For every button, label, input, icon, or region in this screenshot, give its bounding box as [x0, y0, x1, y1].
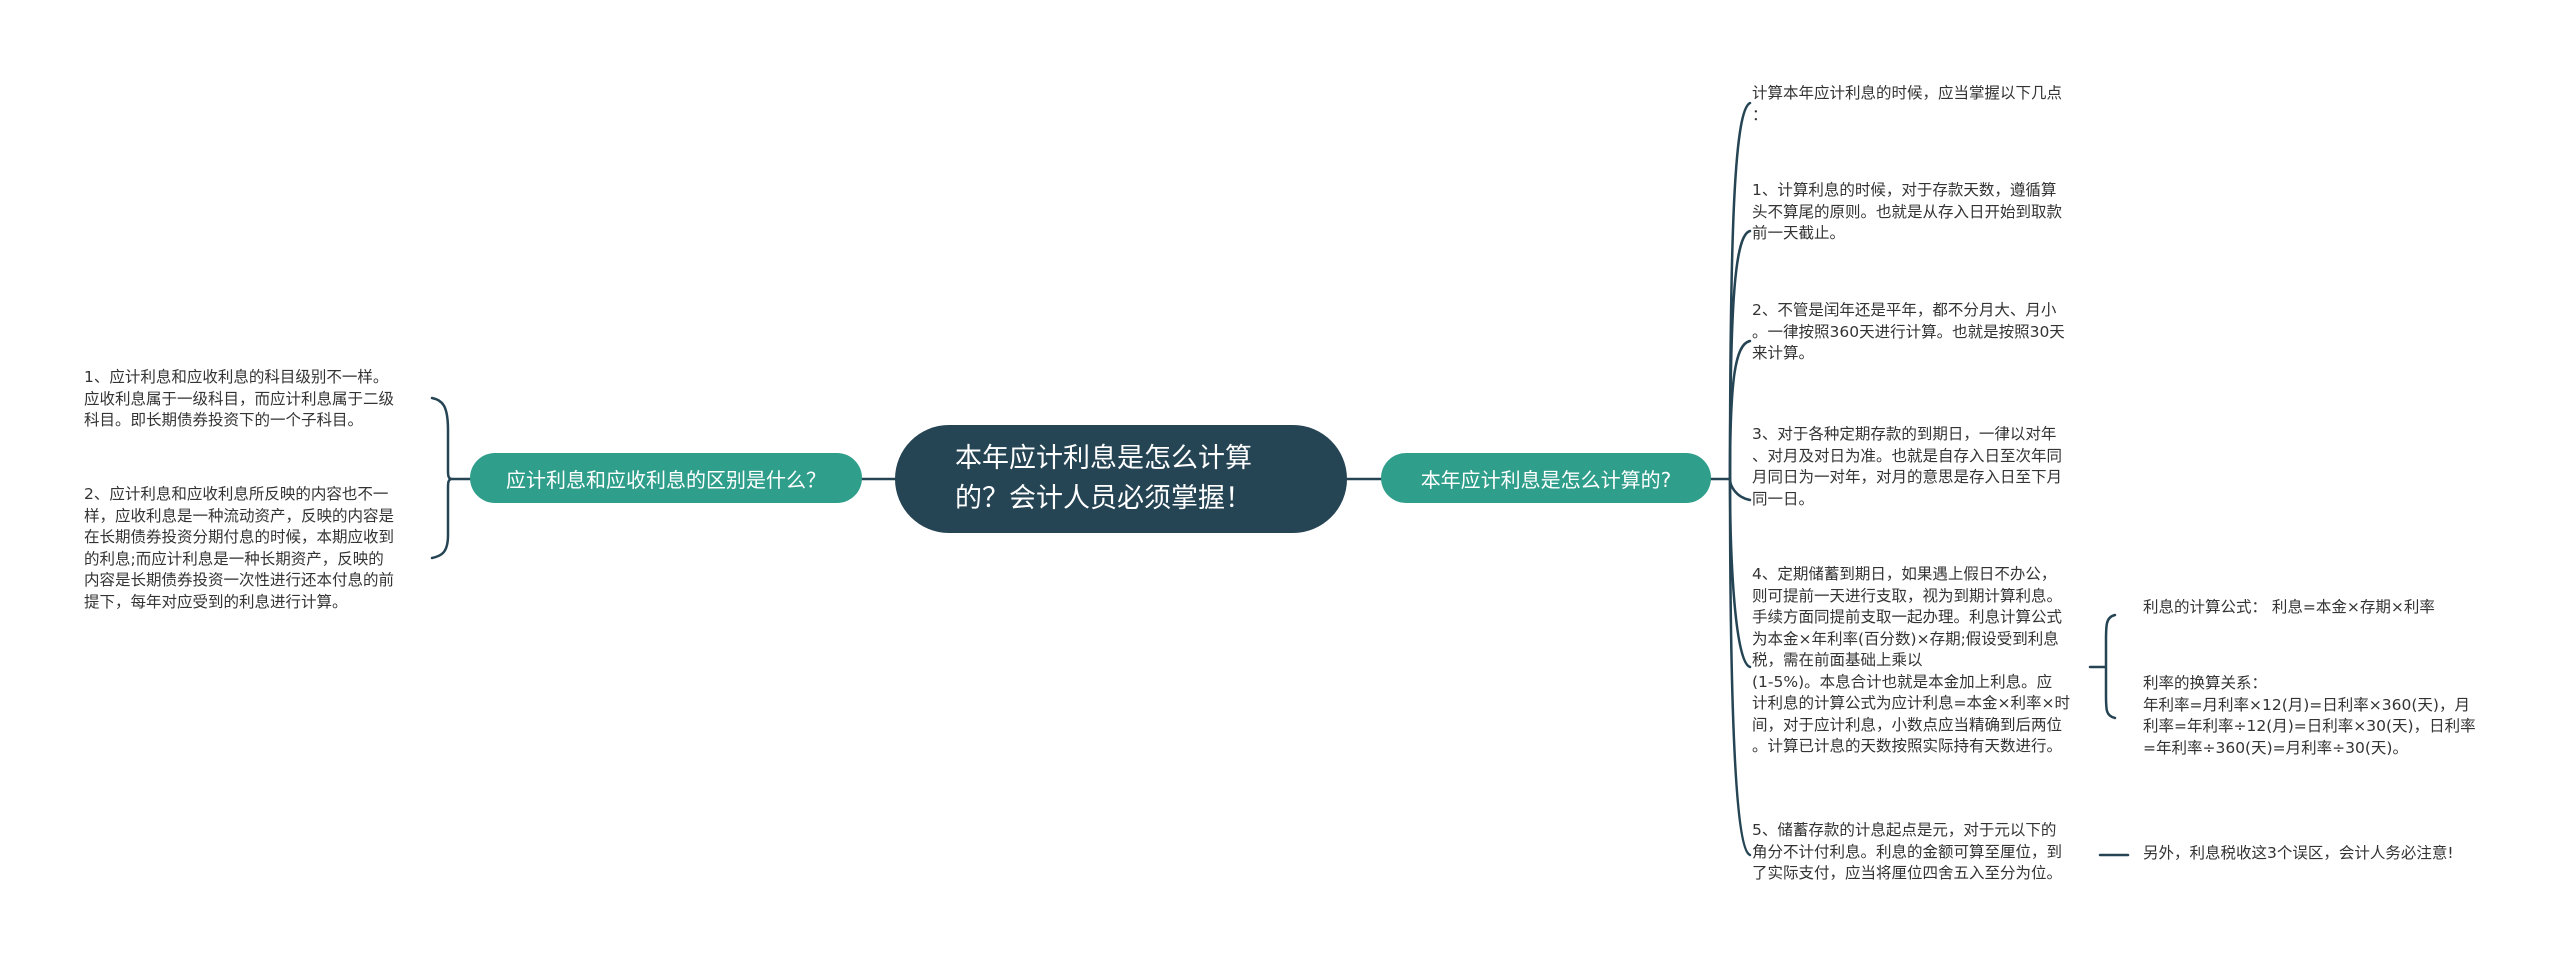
edge-left-brace [430, 396, 472, 560]
branch-left-topic[interactable]: 应计利息和应收利息的区别是什么？ [470, 453, 862, 503]
sub-leaf-tax-note[interactable]: 另外，利息税收这3个误区，会计人务必注意! [2143, 844, 2454, 862]
edge-right-leaf-2 [1728, 339, 1752, 481]
right-leaf-5[interactable]: 5、储蓄存款的计息起点是元，对于元以下的 角分不计付利息。利息的金额可算至厘位，… [1752, 821, 2063, 882]
branch-right-label: 本年应计利息是怎么计算的? [1420, 467, 1672, 492]
left-leaf-1[interactable]: 1、应计利息和应收利息的科目级别不一样。 应收利息属于一级科目，而应计利息属于二… [84, 368, 395, 429]
edge-right-leaf-3 [1728, 477, 1752, 502]
edge-right-leaf-5 [1728, 477, 1752, 857]
edge-right-leaf-4 [1728, 477, 1752, 669]
central-topic-label: 本年应计利息是怎么计算的？会计人员必须掌握！ [955, 443, 1252, 514]
right-leaf-3[interactable]: 3、对于各种定期存款的到期日，一律以对年 、对月及对日为准。也就是自存入日至次年… [1752, 425, 2063, 508]
branch-left-label: 应计利息和应收利息的区别是什么？ [506, 467, 826, 492]
right-leaf-4[interactable]: 4、定期储蓄到期日，如果遇上假日不办公， 则可提前一天进行支取，视为到期计算利息… [1752, 565, 2070, 755]
left-leaf-2[interactable]: 2、应计利息和应收利息所反映的内容也不一 样，应收利息是一种流动资产，反映的内容… [84, 485, 395, 611]
branch-right-topic[interactable]: 本年应计利息是怎么计算的? [1381, 453, 1711, 503]
right-leaf-2[interactable]: 2、不管是闰年还是平年，都不分月大、月小 。一律按照360天进行计算。也就是按照… [1752, 301, 2065, 362]
right-leaf-0[interactable]: 计算本年应计利息的时候，应当掌握以下几点 ： [1752, 84, 2063, 124]
edge-leaf4-sub [2088, 613, 2117, 720]
sub-leaf-rate-conversion[interactable]: 利率的换算关系： 年利率=月利率×12(月)=日利率×360(天)，月 利率=年… [2143, 674, 2476, 757]
central-topic[interactable]: 本年应计利息是怎么计算的？会计人员必须掌握！ [895, 425, 1347, 533]
right-leaf-1[interactable]: 1、计算利息的时候，对于存款天数，遵循算 头不算尾的原则。也就是从存入日开始到取… [1752, 181, 2063, 242]
sub-leaf-interest-formula[interactable]: 利息的计算公式： 利息=本金×存期×利率 [2143, 598, 2435, 616]
